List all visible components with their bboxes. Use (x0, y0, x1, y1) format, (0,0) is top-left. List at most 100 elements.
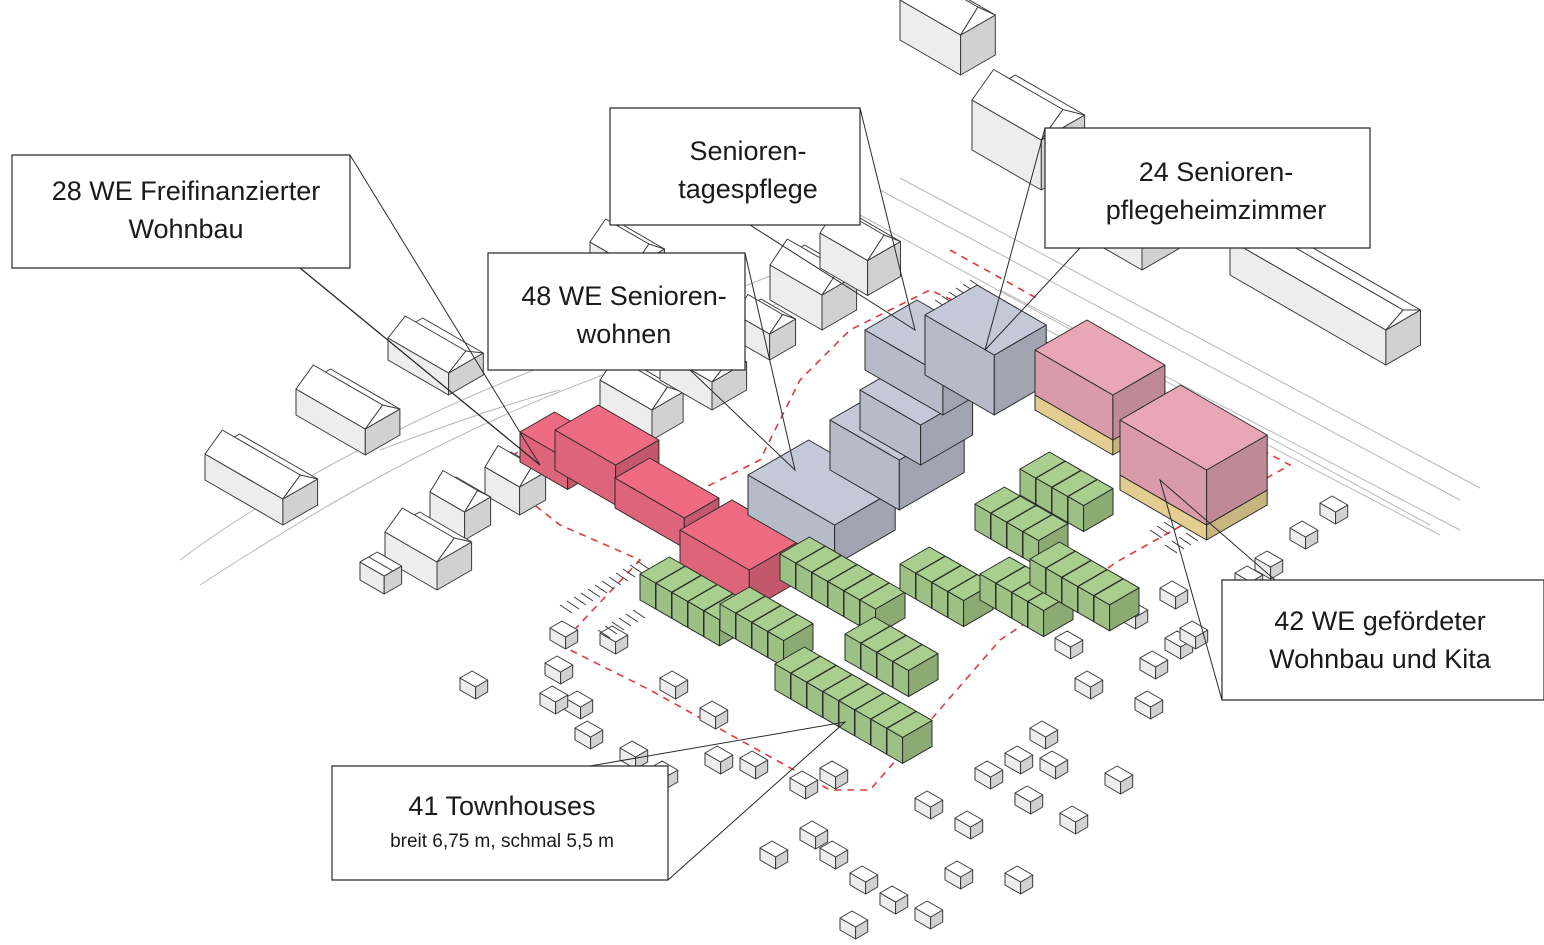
townhouse-row-f (899, 546, 994, 628)
callout-freifinanziert: 28 WE Freifinanzierter Wohnbau (11, 154, 541, 466)
context-cube-29-face-top (839, 910, 869, 928)
context-cube-24 (799, 820, 829, 850)
context-house-17 (359, 551, 403, 595)
callout-seniorenwohnen-line-1: 48 WE Senioren- (521, 281, 727, 311)
context-cube-43-face-top (549, 620, 579, 638)
townhouse-row-b (719, 586, 814, 668)
townhouse-row-j-unit-5-face-top (1093, 578, 1140, 606)
callout-tagespflege-line-1: Senioren- (689, 136, 806, 166)
callout-pflegeheim-line-2: pflegeheimzimmer (1106, 195, 1327, 225)
context-house-8-roof-gable (769, 314, 797, 335)
callout-gefoerdert: 42 WE gefördeter Wohnbau und Kita (1221, 579, 1544, 701)
context-cube-38-face-top (659, 670, 689, 688)
callout-gefoerdert-line-1: 42 WE gefördeter (1274, 606, 1486, 636)
context-cube-25-face-top (819, 840, 849, 858)
context-cube-41 (789, 770, 819, 800)
context-cube-27 (849, 865, 879, 895)
context-cube-11 (1074, 670, 1104, 700)
context-cube-12-face-top (1134, 690, 1164, 708)
context-cube-20 (914, 790, 944, 820)
context-cube-13-face-top (1029, 720, 1059, 738)
context-cube-21 (954, 810, 984, 840)
context-cube-26-face-top (759, 840, 789, 858)
parking-row-west-2-stall-4 (618, 617, 632, 627)
context-cube-35 (619, 740, 649, 770)
callout-seniorenwohnen-line-2: wohnen (576, 319, 672, 349)
parking-row-east-stall-1 (1149, 529, 1163, 539)
context-cube-31 (544, 655, 574, 685)
context-house-9-roof-gable (448, 350, 484, 374)
callout-tagespflege: Senioren- tagespflege (609, 107, 861, 226)
context-house-15 (429, 470, 492, 541)
context-cube-18 (1059, 805, 1089, 835)
context-cube-3-face-top (1254, 550, 1284, 568)
context-cube-32-face-top (564, 690, 594, 708)
parking-row-west-stall-12 (636, 560, 650, 570)
parking-row-west-stall-11 (629, 564, 643, 574)
parking-row-west-stall-3 (573, 596, 587, 606)
context-cube-17 (1014, 785, 1044, 815)
context-cube-34 (574, 720, 604, 750)
context-cube-17-face-top (1014, 785, 1044, 803)
project-buildings (519, 284, 1268, 764)
context-cube-44-face-top (704, 745, 734, 763)
parking-row-west-stall-9 (615, 572, 629, 582)
townhouse-row-c (779, 536, 906, 636)
context-cube-36-face-top (459, 670, 489, 688)
context-cube-29 (839, 910, 869, 940)
parking-row-west-stall-5 (587, 588, 601, 598)
townhouse-row-a (639, 556, 750, 647)
context-cube-33-face-top (539, 685, 569, 703)
parking-row-west-2-stall-1 (597, 629, 611, 639)
callout-townhouses: 41 Townhouses breit 6,75 m, schmal 5,5 m (331, 765, 669, 881)
context-house-11 (204, 429, 319, 526)
parking-row-east-2-stall-3 (1178, 536, 1192, 546)
context-cube-5-face-top (1159, 580, 1189, 598)
townhouse-row-d-unit-8-face-top (886, 710, 933, 738)
parking-row-west-stall-6 (594, 584, 608, 594)
context-cube-14-face-top (1004, 745, 1034, 763)
context-cube-26 (759, 840, 789, 870)
gefoerdert-block-2-face-top (1119, 384, 1268, 471)
townhouse-row-i (1019, 451, 1114, 533)
context-cube-42 (819, 760, 849, 790)
context-cube-25 (819, 840, 849, 870)
freifinanziert-block-3-face-top (614, 457, 720, 519)
context-cube-40 (739, 750, 769, 780)
context-cube-41-face-top (789, 770, 819, 788)
context-cube-40-face-top (739, 750, 769, 768)
context-cube-2 (1289, 520, 1319, 550)
parking-row-west-stall-1 (559, 604, 573, 614)
parking-row-west-2-stall-3 (611, 621, 625, 631)
context-cube-22 (944, 860, 974, 890)
context-cube-9 (1179, 620, 1209, 650)
context-cube-8 (1139, 650, 1169, 680)
context-cube-28-face-top (879, 885, 909, 903)
context-cube-13 (1029, 720, 1059, 750)
context-house-1 (899, 0, 996, 76)
townhouse-row-j (1029, 541, 1140, 632)
context-cube-31-face-top (544, 655, 574, 673)
context-house-12-roof-gable (651, 386, 684, 411)
context-cube-33 (539, 685, 569, 715)
callout-pflegeheim: 24 Senioren- pflegeheimzimmer (1044, 127, 1371, 249)
context-cube-5 (1159, 580, 1189, 610)
townhouse-row-i-unit-4-face-top (1067, 479, 1114, 507)
context-cube-9-face-top (1179, 620, 1209, 638)
townhouse-row-d (774, 646, 933, 764)
context-house-17-roof-gable (383, 565, 403, 577)
townhouse-row-i-unit-4 (1067, 479, 1114, 533)
context-cube-30 (914, 900, 944, 930)
townhouse-row-e (844, 616, 939, 698)
context-cube-34-face-top (574, 720, 604, 738)
callout-pflegeheim-line-1: 24 Senioren- (1139, 157, 1294, 187)
context-cube-28 (879, 885, 909, 915)
context-cube-15-face-top (1039, 750, 1069, 768)
context-cube-44 (704, 745, 734, 775)
context-house-4-roof-gable (1385, 309, 1421, 331)
context-cube-18-face-top (1059, 805, 1089, 823)
context-cube-4-face-top (1234, 565, 1264, 583)
townhouse-row-e-unit-4 (892, 644, 939, 698)
context-cube-16-face-top (974, 760, 1004, 778)
